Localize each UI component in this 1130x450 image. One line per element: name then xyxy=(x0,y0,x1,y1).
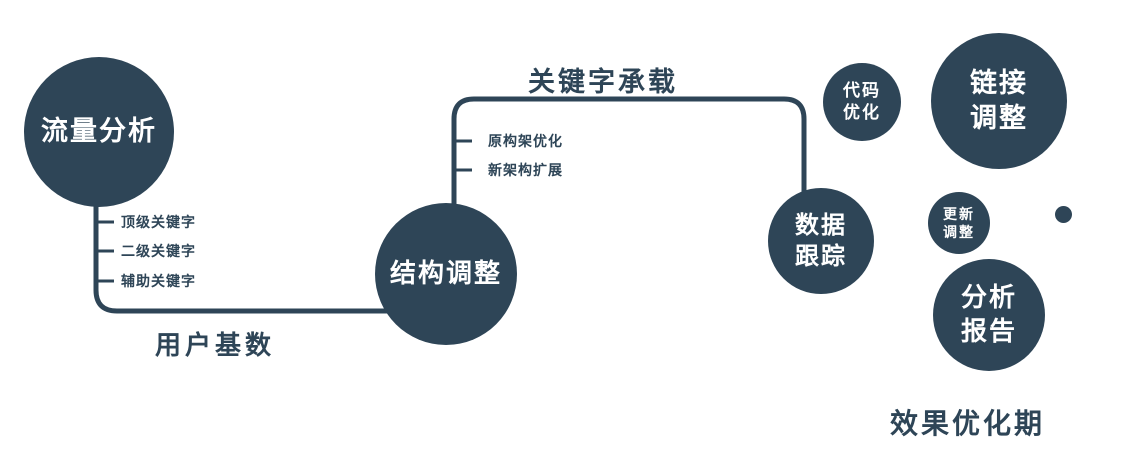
node-update-adjust: 更新 调整 xyxy=(928,192,990,254)
node-update-adjust-label: 更新 调整 xyxy=(943,205,975,240)
tick-marks-traffic xyxy=(97,220,114,283)
node-data-tracking-label: 数据 跟踪 xyxy=(795,211,847,270)
dot-marker xyxy=(1055,206,1072,223)
node-link-adjust-label: 链接 调整 xyxy=(970,67,1028,133)
node-link-adjust: 链接 调整 xyxy=(931,33,1067,169)
node-data-tracking: 数据 跟踪 xyxy=(768,188,874,294)
label-new-arch: 新架构扩展 xyxy=(488,162,563,178)
node-analysis-report: 分析 报告 xyxy=(933,259,1045,371)
label-second-keyword: 二级关键字 xyxy=(121,243,196,259)
edge-label-user-base: 用户基数 xyxy=(155,330,276,360)
node-code-optimization-label: 代码 优化 xyxy=(843,80,881,122)
connector-keyword-carry-path xyxy=(451,96,807,214)
node-structure-adjust: 结构调整 xyxy=(375,203,517,345)
node-structure-adjust-label: 结构调整 xyxy=(389,258,502,289)
node-analysis-report-label: 分析 报告 xyxy=(960,282,1017,346)
connector-user-base-path xyxy=(93,190,393,314)
label-original-arch: 原构架优化 xyxy=(488,133,563,149)
edge-label-keyword-carry: 关键字承载 xyxy=(528,67,678,97)
footer-phase-label: 效果优化期 xyxy=(890,408,1046,439)
node-traffic-analysis-label: 流量分析 xyxy=(41,116,157,147)
node-code-optimization: 代码 优化 xyxy=(823,63,901,141)
label-aux-keyword: 辅助关键字 xyxy=(121,273,196,289)
label-top-keyword: 顶级关键字 xyxy=(121,214,196,230)
node-traffic-analysis: 流量分析 xyxy=(24,57,174,207)
tick-marks-structure xyxy=(455,139,472,172)
